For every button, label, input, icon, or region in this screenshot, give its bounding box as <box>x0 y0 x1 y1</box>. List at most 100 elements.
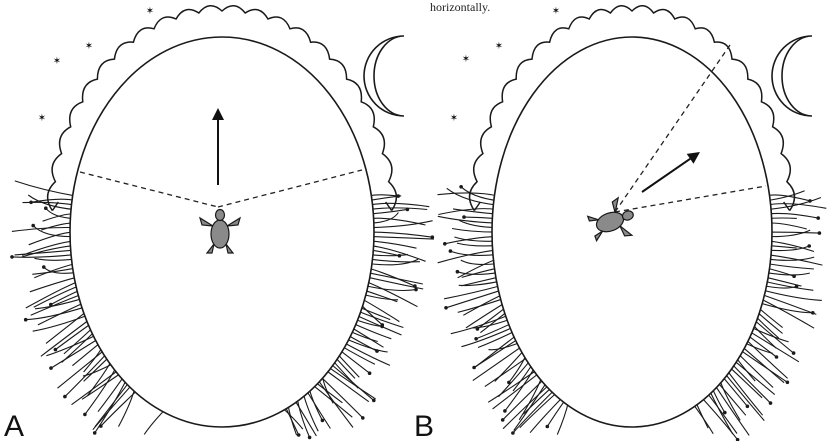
grass-blade <box>753 319 794 353</box>
star-icon: ✶ <box>462 54 470 65</box>
grass-blade <box>444 286 501 299</box>
grass-blade <box>84 356 110 381</box>
grass-blade <box>327 366 375 399</box>
grass-seedhead <box>456 270 460 274</box>
grass-seedhead <box>44 206 48 210</box>
grass-blade <box>297 397 310 438</box>
grass-blade <box>761 294 817 314</box>
grass-seedhead <box>472 366 476 370</box>
grass-blade <box>463 294 503 315</box>
grass-blade <box>370 237 434 240</box>
grass-seedhead <box>503 409 507 413</box>
grass-blade <box>489 342 521 350</box>
grass-blade <box>294 399 316 436</box>
star-icon: ✶ <box>146 6 154 17</box>
grass-blade <box>144 409 166 435</box>
grass-blade <box>95 381 130 426</box>
grass-blade <box>457 243 496 246</box>
grass-seedhead <box>746 405 750 409</box>
grass-seedhead <box>811 311 815 315</box>
grass-blade <box>766 264 814 270</box>
star-icon: ✶ <box>53 56 61 67</box>
grass-seedhead <box>42 265 46 269</box>
grass-blade <box>499 360 531 397</box>
grass-seedhead <box>807 244 811 248</box>
grass-blade <box>22 241 74 255</box>
grass-seedhead <box>795 285 799 289</box>
grass-blade <box>767 246 809 251</box>
grass-seedhead <box>546 425 550 429</box>
grass-seedhead <box>361 416 365 420</box>
grass-blade <box>93 384 133 430</box>
grass-blade <box>692 403 713 434</box>
grass-blade <box>768 223 807 229</box>
grass-blade <box>764 277 801 286</box>
grass-blade <box>65 353 108 397</box>
grass-seedhead <box>24 318 28 322</box>
grass-seedhead <box>443 242 447 246</box>
grass-blade <box>306 389 331 428</box>
grass-blade <box>29 232 74 245</box>
grass-seedhead <box>49 303 53 307</box>
grass-seedhead <box>368 371 372 375</box>
grass-seedhead <box>49 366 53 370</box>
grass-blade <box>758 303 812 313</box>
caption-fragment: horizontally. <box>430 0 490 14</box>
grass-blade <box>365 281 418 307</box>
star-icon: ✶ <box>85 41 93 52</box>
grass-blade <box>12 255 75 258</box>
grass-seedhead <box>308 436 312 440</box>
grass-blade <box>367 272 423 284</box>
grass-seedhead <box>775 355 779 359</box>
grass-seedhead <box>10 255 14 259</box>
grass-seedhead <box>459 185 463 189</box>
grass-blade <box>557 401 568 435</box>
grass-seedhead <box>444 306 448 310</box>
grass-blade <box>503 384 550 429</box>
star-icon: ✶ <box>495 41 503 52</box>
grass-seedhead <box>406 208 410 212</box>
grass-blade <box>464 217 496 219</box>
grass-blade <box>706 392 737 434</box>
grass-blade <box>485 356 529 386</box>
grass-seedhead <box>31 224 35 228</box>
grass-seedhead <box>63 395 67 399</box>
grass-blade <box>325 370 369 402</box>
grass-seedhead <box>786 381 790 385</box>
grass-seedhead <box>449 249 453 253</box>
grass-blade <box>34 264 76 278</box>
grass-blade <box>451 315 510 334</box>
grass-seedhead <box>321 419 325 423</box>
grass-blade <box>285 405 299 435</box>
grass-blade <box>760 298 815 328</box>
moon-icon <box>364 36 404 116</box>
grass-seedhead <box>507 381 511 385</box>
grass-seedhead <box>54 348 58 352</box>
grass-seedhead <box>792 351 796 355</box>
grass-seedhead <box>511 431 515 435</box>
star-icon: ✶ <box>38 113 46 124</box>
grass-blade <box>38 303 85 325</box>
visual-field-ellipse <box>492 37 772 427</box>
grass-blade <box>739 349 787 382</box>
grass-seedhead <box>769 401 773 405</box>
grass-seedhead <box>818 231 822 235</box>
grass-seedhead <box>501 418 505 422</box>
grass-blade <box>450 251 497 255</box>
grass-blade <box>762 290 822 301</box>
grass-blade <box>767 213 818 218</box>
grass-seedhead <box>414 288 418 292</box>
star-icon: ✶ <box>450 113 458 124</box>
grass-seedhead <box>474 337 478 341</box>
grass-blade <box>362 294 398 300</box>
grass-seedhead <box>93 431 97 435</box>
grass-seedhead <box>816 216 820 220</box>
grass-blade <box>62 331 96 363</box>
grass-blade <box>768 232 819 233</box>
grass-blade <box>370 246 426 262</box>
grass-seedhead <box>380 325 384 329</box>
panel-label-a: A <box>4 410 24 441</box>
grass-blade <box>34 258 75 260</box>
grass-blade <box>438 250 497 263</box>
